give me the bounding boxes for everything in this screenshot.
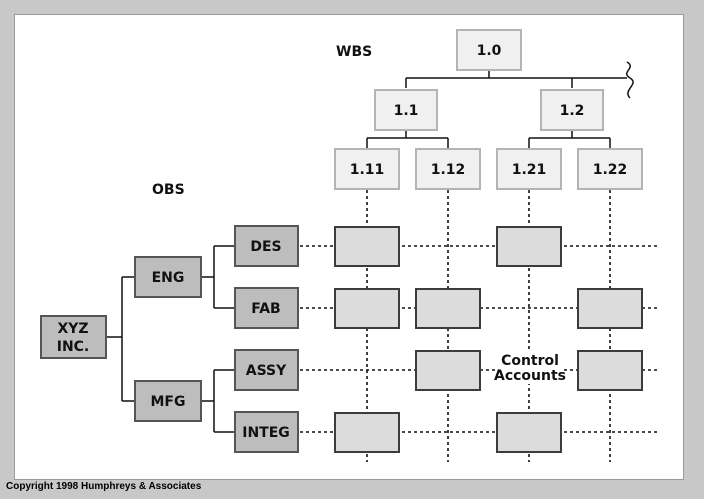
- obs-node-label: DES: [250, 239, 281, 255]
- obs-node-box: [234, 225, 299, 267]
- obs-label: OBS: [152, 182, 185, 198]
- wbs-connectors: [366, 61, 634, 148]
- wbs-node-label: 1.2: [560, 103, 585, 119]
- obs-node-label: ENG: [152, 270, 185, 286]
- obs-node-label: FAB: [251, 301, 280, 317]
- obs-node-fab: FAB: [234, 287, 299, 329]
- obs-node-box: [234, 349, 299, 391]
- control-account-fab-1-12: [415, 288, 481, 329]
- control-account-integ-1-21: [496, 412, 562, 453]
- obs-node-box: [134, 256, 202, 298]
- wbs-node-1-12: 1.12: [415, 148, 481, 190]
- obs-node-box: [234, 411, 299, 453]
- control-account-fab-1-22: [577, 288, 643, 329]
- obs-node-des: DES: [234, 225, 299, 267]
- wbs-node-box: [334, 148, 400, 190]
- obs-node-mfg: MFG: [134, 380, 202, 422]
- obs-node-assy: ASSY: [234, 349, 299, 391]
- obs-node-label: MFG: [151, 394, 186, 410]
- obs-connectors: [106, 245, 235, 433]
- wbs-node-box: [415, 148, 481, 190]
- wbs-node-1-1: 1.1: [374, 89, 438, 131]
- obs-node-label-line2: INC.: [57, 339, 90, 355]
- wbs-node-box: [496, 148, 562, 190]
- copyright-text: Copyright 1998 Humphreys & Associates: [6, 481, 202, 492]
- wbs-node-box: [577, 148, 643, 190]
- wbs-node-1-0: 1.0: [456, 29, 522, 71]
- control-account-des-1-21: [496, 226, 562, 267]
- wbs-node-1-21: 1.21: [496, 148, 562, 190]
- control-account-integ-1-11: [334, 412, 400, 453]
- control-accounts-label-line2: Accounts: [494, 368, 566, 384]
- control-account-fab-1-11: [334, 288, 400, 329]
- wbs-node-label: 1.12: [431, 162, 466, 178]
- wbs-node-box: [374, 89, 438, 131]
- obs-node-label: INTEG: [242, 425, 290, 441]
- wbs-node-label: 1.22: [593, 162, 628, 178]
- obs-node-box: [234, 287, 299, 329]
- obs-node-integ: INTEG: [234, 411, 299, 453]
- wbs-node-label: 1.1: [394, 103, 419, 119]
- wbs-node-box: [540, 89, 604, 131]
- wbs-node-label: 1.21: [512, 162, 547, 178]
- control-account-des-1-11: [334, 226, 400, 267]
- wbs-label: WBS: [336, 44, 372, 60]
- wbs-node-1-22: 1.22: [577, 148, 643, 190]
- wbs-node-1-11: 1.11: [334, 148, 400, 190]
- obs-node-label: ASSY: [246, 363, 287, 379]
- obs-node-label-line1: XYZ: [57, 321, 88, 337]
- control-accounts-label-backdrop: [499, 350, 561, 384]
- control-accounts-label-line1: Control: [501, 353, 559, 369]
- obs-node-xyz-inc: XYZ INC.: [40, 315, 107, 359]
- wbs-node-box: [456, 29, 522, 71]
- wbs-node-1-2: 1.2: [540, 89, 604, 131]
- obs-node-eng: ENG: [134, 256, 202, 298]
- control-account-assy-1-22: [577, 350, 643, 391]
- obs-node-box: [134, 380, 202, 422]
- wbs-node-label: 1.0: [477, 43, 502, 59]
- control-account-assy-1-12: [415, 350, 481, 391]
- break-squiggle: [625, 61, 634, 99]
- wbs-node-label: 1.11: [350, 162, 385, 178]
- obs-node-box: [40, 315, 107, 359]
